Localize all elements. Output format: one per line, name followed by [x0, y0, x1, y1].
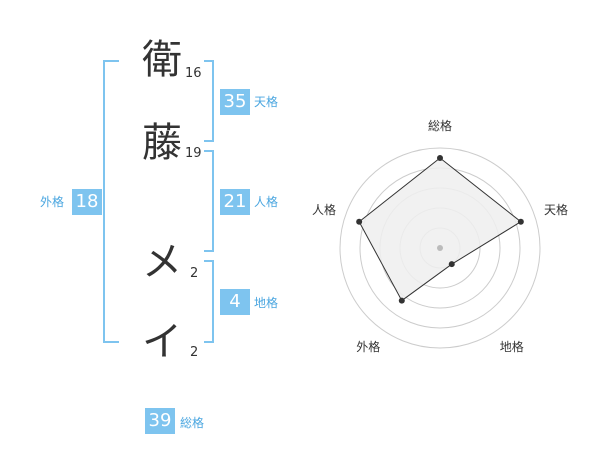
radar-center-point	[437, 245, 443, 251]
gaikaku-bracket	[103, 60, 119, 343]
name-char-2: 藤	[142, 120, 182, 166]
radar-point-4	[398, 297, 405, 304]
chikaku-label: 地格	[254, 296, 279, 310]
jinkaku-value-badge: 21	[220, 189, 250, 215]
radar-series-polygon	[358, 157, 522, 302]
tenkaku-label: 天格	[254, 95, 279, 109]
gaikaku-value-badge: 18	[72, 189, 102, 215]
radar-axis-label-4: 外格	[356, 339, 381, 354]
radar-ring	[339, 147, 541, 349]
radar-point-2	[517, 218, 524, 225]
chikaku-value-badge: 4	[220, 289, 250, 315]
radar-axis-label-1: 総格	[428, 119, 453, 133]
name-char-1: 衛	[142, 37, 182, 83]
soukaku-value-badge: 39	[145, 408, 175, 434]
radar-point-1	[437, 155, 443, 161]
stroke-count-3: 2	[190, 266, 199, 281]
radar-axis-label-2: 天格	[544, 203, 569, 218]
stroke-count-1: 16	[185, 66, 202, 81]
tenkaku-bracket	[204, 60, 214, 142]
radar-axis-label-5: 人格	[311, 203, 336, 218]
gaikaku-label: 外格	[40, 195, 65, 209]
radar-point-3	[448, 261, 455, 268]
tenkaku-value-badge: 35	[220, 89, 250, 115]
stroke-count-4: 2	[190, 345, 199, 360]
chikaku-bracket	[204, 260, 214, 343]
soukaku-label: 総格	[180, 416, 205, 430]
radar-point-5	[356, 218, 363, 225]
jinkaku-label: 人格	[254, 195, 279, 209]
jinkaku-bracket	[204, 150, 214, 252]
name-char-3: メ	[142, 239, 182, 285]
name-char-4: イ	[142, 319, 182, 365]
radar-axis-label-3: 地格	[499, 339, 524, 354]
stroke-count-2: 19	[185, 146, 202, 161]
